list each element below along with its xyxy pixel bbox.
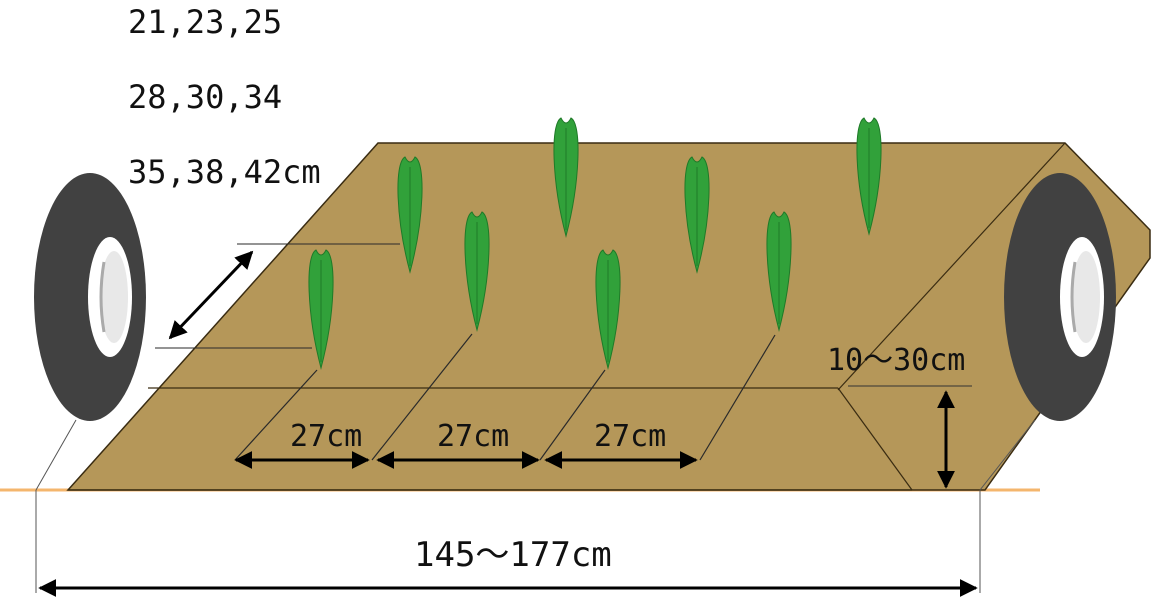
furrow-width-label-3: 27cm xyxy=(594,419,666,454)
left-wheel xyxy=(34,173,146,421)
row-spacing-label-1: 21,23,25 xyxy=(128,3,282,41)
bed-height-label: 10〜30cm xyxy=(827,343,965,378)
furrow-width-label-1: 27cm xyxy=(290,419,362,454)
furrow-width-label-2: 27cm xyxy=(437,419,509,454)
plants-group xyxy=(308,117,882,370)
furrow-lines xyxy=(234,333,776,461)
right-wheel xyxy=(1004,173,1116,421)
wheel-track-label: 145〜177cm xyxy=(414,535,612,575)
bed-shoulder-ridge xyxy=(837,142,1066,391)
wheel-track-extensions xyxy=(35,419,1036,593)
row-spacing-arrow xyxy=(168,250,254,340)
row-spacing-label-2: 28,30,34 xyxy=(128,78,282,116)
row-spacing-leaders xyxy=(155,243,400,349)
row-spacing-label-3: 35,38,42cm xyxy=(128,153,321,191)
bed-front-face xyxy=(68,387,913,491)
